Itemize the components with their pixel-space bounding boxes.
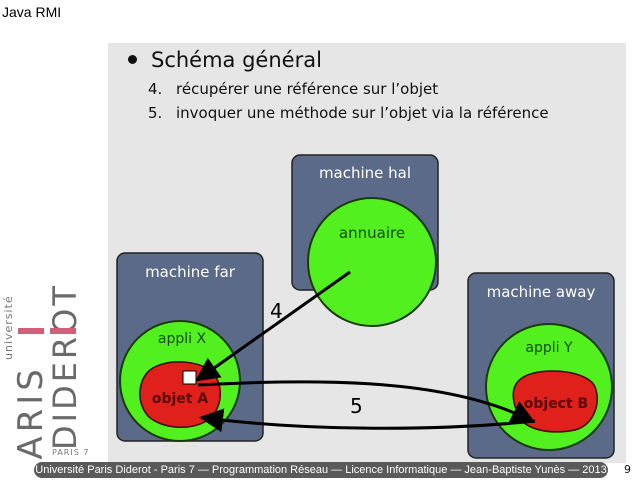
arrow-5-return	[199, 408, 536, 433]
svg-text:PARIS 7: PARIS 7	[52, 448, 89, 457]
appli-y-label: appli Y	[525, 340, 573, 356]
list-item: 4. récupérer une référence sur l’objet	[148, 80, 438, 98]
list-item: 5. invoquer une méthode sur l’objet via l…	[148, 104, 549, 122]
bullet-icon	[128, 54, 137, 64]
arrow-4	[195, 270, 351, 382]
item-number: 5.	[148, 104, 163, 122]
objet-a-label: objet A	[152, 391, 209, 407]
machine-hal-label: machine hal	[319, 164, 411, 182]
svg-text:université: université	[2, 295, 15, 360]
annuaire-circle	[307, 197, 437, 327]
machine-away-label: machine away	[487, 283, 596, 301]
bullet-heading: Schéma général	[128, 48, 322, 72]
svg-text:DIDEROT: DIDEROT	[46, 283, 84, 450]
arrow-4-label: 4	[270, 299, 283, 323]
arrow-5-label: 5	[350, 394, 363, 418]
reference-stub	[182, 370, 197, 385]
page-number: 9	[624, 463, 631, 476]
item-number: 4.	[148, 80, 163, 98]
object-b-label: object B	[524, 396, 588, 412]
arrow-5-call	[197, 380, 536, 423]
appli-x-label: appli X	[158, 331, 207, 347]
machine-far-label: machine far	[145, 263, 236, 281]
bullet-text: Schéma général	[151, 48, 322, 72]
item-text: invoquer une méthode sur l’objet via la …	[176, 104, 549, 122]
university-logo: université PARIS DIDEROT PARIS 7	[2, 283, 89, 460]
annuaire-label: annuaire	[339, 224, 405, 242]
svg-text:PARIS: PARIS	[11, 365, 51, 460]
item-text: récupérer une référence sur l’objet	[176, 80, 439, 98]
footer-bar: Université Paris Diderot - Paris 7 — Pro…	[34, 462, 608, 478]
slide-header-title: Java RMI	[2, 4, 62, 20]
